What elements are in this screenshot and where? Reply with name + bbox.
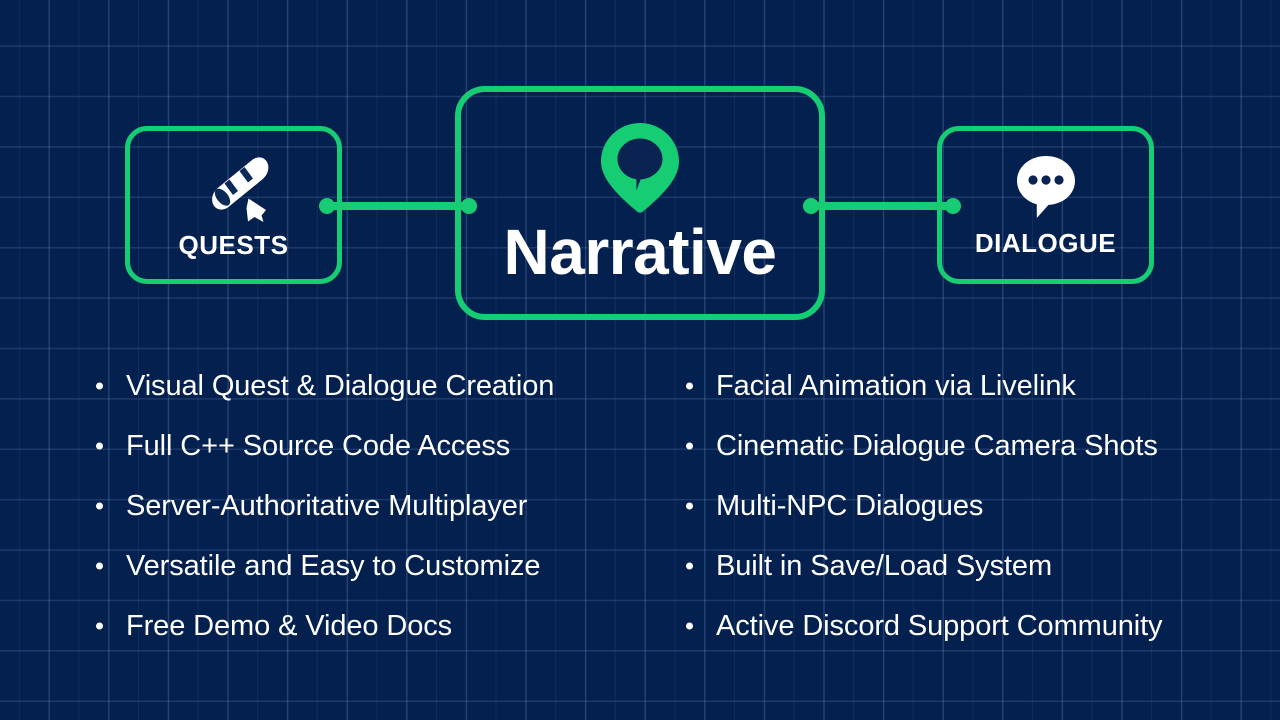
list-item: Versatile and Easy to Customize: [92, 536, 640, 596]
list-item-label: Visual Quest & Dialogue Creation: [126, 369, 555, 402]
list-item-label: Built in Save/Load System: [716, 549, 1053, 582]
bullet-icon: [96, 502, 103, 510]
map-pin-speech-icon: [599, 122, 681, 214]
card-quests-label: QUESTS: [178, 230, 289, 260]
feature-lists: Visual Quest & Dialogue Creation Full C+…: [0, 356, 1280, 656]
list-item: Full C++ Source Code Access: [92, 416, 640, 476]
list-item-label: Server-Authoritative Multiplayer: [126, 489, 528, 522]
list-item: Free Demo & Video Docs: [92, 596, 640, 656]
card-narrative[interactable]: Narrative: [455, 86, 825, 320]
bullet-icon: [686, 442, 693, 450]
bullet-icon: [686, 622, 693, 630]
feature-column-left: Visual Quest & Dialogue Creation Full C+…: [0, 356, 640, 656]
card-narrative-title: Narrative: [503, 216, 778, 288]
list-item-label: Free Demo & Video Docs: [126, 609, 453, 642]
list-item-label: Multi-NPC Dialogues: [716, 489, 984, 522]
card-dialogue-label: DIALOGUE: [974, 228, 1117, 258]
connector-quests-to-narrative: [319, 198, 477, 214]
feature-diagram: QUESTS Narrative: [0, 0, 1280, 345]
speech-bubble-dots-icon: [1015, 154, 1077, 220]
bullet-icon: [686, 502, 693, 510]
list-item-label: Full C++ Source Code Access: [126, 429, 511, 462]
list-item: Active Discord Support Community: [682, 596, 1280, 656]
feature-list-right: Facial Animation via Livelink Cinematic …: [682, 356, 1280, 656]
feature-list-left: Visual Quest & Dialogue Creation Full C+…: [92, 356, 640, 656]
list-item: Cinematic Dialogue Camera Shots: [682, 416, 1280, 476]
list-item: Facial Animation via Livelink: [682, 356, 1280, 416]
list-item-label: Cinematic Dialogue Camera Shots: [716, 429, 1158, 462]
list-item: Visual Quest & Dialogue Creation: [92, 356, 640, 416]
bullet-icon: [686, 562, 693, 570]
connector-narrative-to-dialogue: [803, 198, 961, 214]
list-item: Built in Save/Load System: [682, 536, 1280, 596]
bullet-icon: [96, 562, 103, 570]
scroll-diploma-icon: [191, 152, 277, 224]
list-item: Multi-NPC Dialogues: [682, 476, 1280, 536]
bullet-icon: [96, 622, 103, 630]
bullet-icon: [96, 442, 103, 450]
card-dialogue[interactable]: DIALOGUE: [937, 126, 1154, 284]
bullet-icon: [96, 382, 103, 390]
list-item-label: Active Discord Support Community: [716, 609, 1163, 642]
feature-column-right: Facial Animation via Livelink Cinematic …: [640, 356, 1280, 656]
card-quests[interactable]: QUESTS: [125, 126, 342, 284]
list-item: Server-Authoritative Multiplayer: [92, 476, 640, 536]
list-item-label: Versatile and Easy to Customize: [126, 549, 541, 582]
list-item-label: Facial Animation via Livelink: [716, 369, 1076, 402]
bullet-icon: [686, 382, 693, 390]
